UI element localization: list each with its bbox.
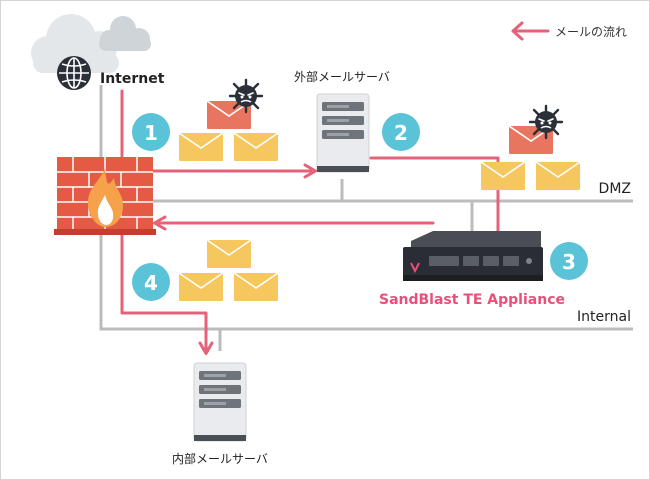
svg-text:3: 3 xyxy=(562,250,576,274)
internal-mail-server-icon xyxy=(193,362,247,442)
envelope-icon xyxy=(178,132,279,162)
firewall-icon xyxy=(54,157,156,235)
flow-arrow-step-2 xyxy=(369,156,506,247)
internet-label: Internet xyxy=(100,71,165,87)
step-badge-3: 3 xyxy=(550,242,588,280)
envelope-icon xyxy=(178,239,279,302)
svg-text:1: 1 xyxy=(144,121,158,145)
envelope-icon xyxy=(480,161,581,191)
virus-icon xyxy=(228,78,264,114)
dmz-zone-label: DMZ xyxy=(599,181,631,197)
external-mail-server-label: 外部メールサーバ xyxy=(294,69,390,84)
mail-flow-arrows xyxy=(120,89,506,355)
legend: メールの流れ xyxy=(511,21,627,41)
appliance-label: SandBlast TE Appliance xyxy=(379,292,565,308)
internal-mail-server-label: 内部メールサーバ xyxy=(172,451,268,466)
flow-arrow-step-4 xyxy=(120,231,214,355)
external-mail-server-icon xyxy=(316,93,370,173)
virus-icon xyxy=(528,104,564,140)
svg-text:4: 4 xyxy=(144,271,158,295)
legend-label: メールの流れ xyxy=(555,25,627,39)
step-badge-1: 1 xyxy=(132,113,170,151)
cloud-icon xyxy=(31,14,151,73)
svg-text:2: 2 xyxy=(394,121,408,145)
internal-zone-label: Internal xyxy=(577,309,631,325)
legend-arrow-icon xyxy=(511,21,550,41)
step-badge-4: 4 xyxy=(132,263,170,301)
globe-icon xyxy=(57,56,91,90)
step-badge-2: 2 xyxy=(382,113,420,151)
appliance-icon xyxy=(403,231,543,281)
